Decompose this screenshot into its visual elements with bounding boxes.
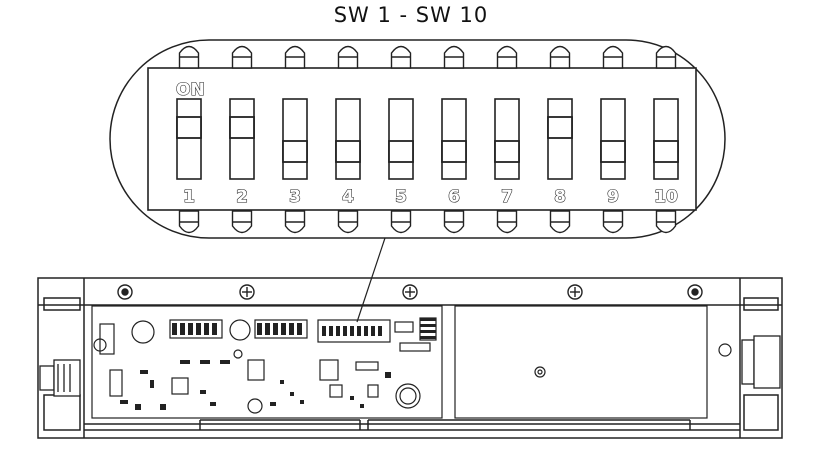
switch-slot-3	[282, 98, 308, 180]
switch-number-10: 10	[654, 187, 678, 207]
leader-line	[356, 237, 386, 323]
switch-number-2: 2	[236, 187, 248, 207]
switch-toggle-10[interactable]	[653, 140, 679, 163]
switch-slot-9	[600, 98, 626, 180]
switch-slot-7	[494, 98, 520, 180]
bottom-pin-5	[390, 210, 412, 234]
switch-number-8: 8	[554, 187, 566, 207]
switch-slot-4	[335, 98, 361, 180]
switch-slot-6	[441, 98, 467, 180]
on-label: ON	[176, 80, 205, 100]
top-pin-10	[655, 45, 677, 69]
switch-toggle-2[interactable]	[229, 116, 255, 139]
bottom-pin-1	[178, 210, 200, 234]
switch-number-5: 5	[395, 187, 407, 207]
switch-slot-1	[176, 98, 202, 180]
bottom-pin-6	[443, 210, 465, 234]
switch-number-4: 4	[342, 187, 354, 207]
switch-toggle-1[interactable]	[176, 116, 202, 139]
top-pin-6	[443, 45, 465, 69]
switch-layer: 1 2 3 4 5 6 7 8 9 10	[176, 45, 679, 234]
top-pin-8	[549, 45, 571, 69]
switch-slot-10	[653, 98, 679, 180]
side-connectors	[39, 335, 781, 397]
switch-toggle-6[interactable]	[441, 140, 467, 163]
switch-toggle-5[interactable]	[388, 140, 414, 163]
top-pin-9	[602, 45, 624, 69]
enclosure-screws	[117, 284, 703, 300]
bottom-pin-10	[655, 210, 677, 234]
top-pin-2	[231, 45, 253, 69]
top-pin-7	[496, 45, 518, 69]
enclosure	[37, 277, 783, 439]
bottom-pin-8	[549, 210, 571, 234]
switch-toggle-3[interactable]	[282, 140, 308, 163]
top-pin-5	[390, 45, 412, 69]
switch-number-7: 7	[501, 187, 513, 207]
circuit-board	[91, 305, 732, 419]
bottom-pin-2	[231, 210, 253, 234]
switch-slot-5	[388, 98, 414, 180]
top-pin-3	[284, 45, 306, 69]
switch-toggle-4[interactable]	[335, 140, 361, 163]
switch-number-1: 1	[183, 187, 195, 207]
switch-toggle-8[interactable]	[547, 116, 573, 139]
switch-slot-2	[229, 98, 255, 180]
top-pin-4	[337, 45, 359, 69]
switch-number-9: 9	[607, 187, 619, 207]
bottom-pin-4	[337, 210, 359, 234]
diagram-title: SW 1 - SW 10	[333, 3, 489, 27]
board-components	[120, 318, 436, 410]
bottom-pin-7	[496, 210, 518, 234]
switch-toggle-9[interactable]	[600, 140, 626, 163]
bottom-pin-9	[602, 210, 624, 234]
top-pin-1	[178, 45, 200, 69]
switch-toggle-7[interactable]	[494, 140, 520, 163]
switch-number-3: 3	[289, 187, 301, 207]
bottom-pin-3	[284, 210, 306, 234]
switch-slot-8	[547, 98, 573, 180]
switch-number-6: 6	[448, 187, 460, 207]
